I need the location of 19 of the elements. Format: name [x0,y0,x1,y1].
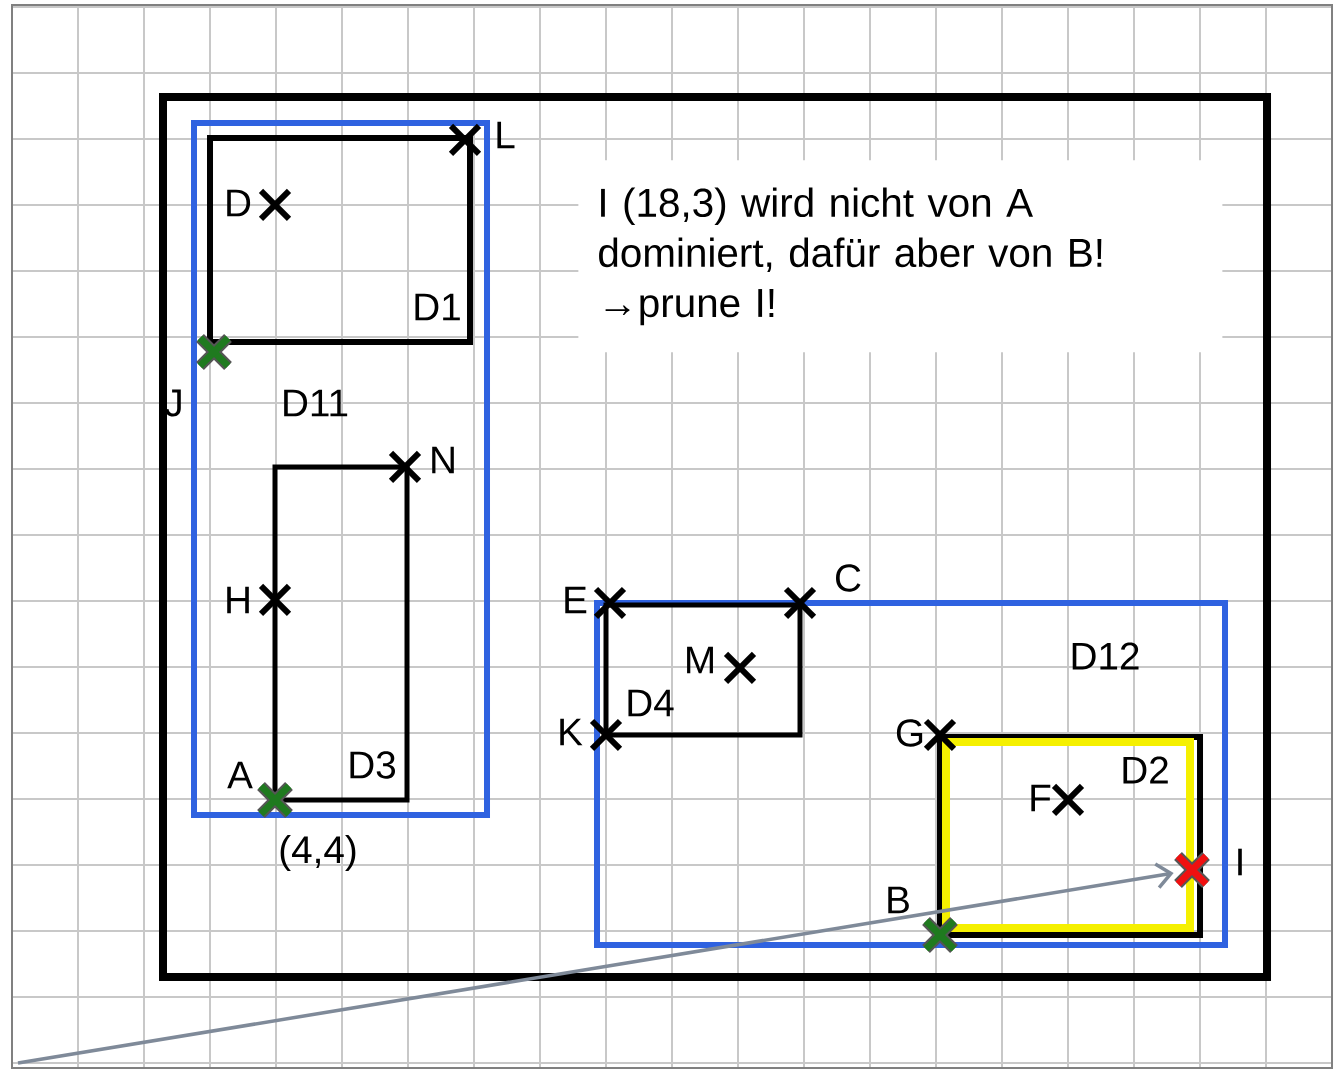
frame-rectangle [159,93,1271,981]
point-label: D [227,189,251,217]
node-label: I (18,3) wird nicht von A dominiert, dafür aber von B! →prune I! [599,187,1102,326]
point-label: E [565,586,587,614]
note-box: I (18,3) wird nicht von A dominiert, dafür aber von B! →prune I! [578,160,1223,353]
arrow [17,862,1174,1065]
point-label: F [1031,784,1051,812]
point-marker [1174,852,1210,888]
point-label: G [896,719,923,747]
point-label: C [836,564,861,592]
point-label: N [432,446,454,474]
bounding-rectangle: D3 [272,464,410,803]
point-label: J [164,389,181,417]
point-label: K [560,718,583,746]
point-label: M [687,646,713,674]
point-label: B [888,886,909,914]
point-label: I [1238,848,1242,876]
point-label: (4,4) [280,834,356,871]
point-label: L [497,121,515,149]
